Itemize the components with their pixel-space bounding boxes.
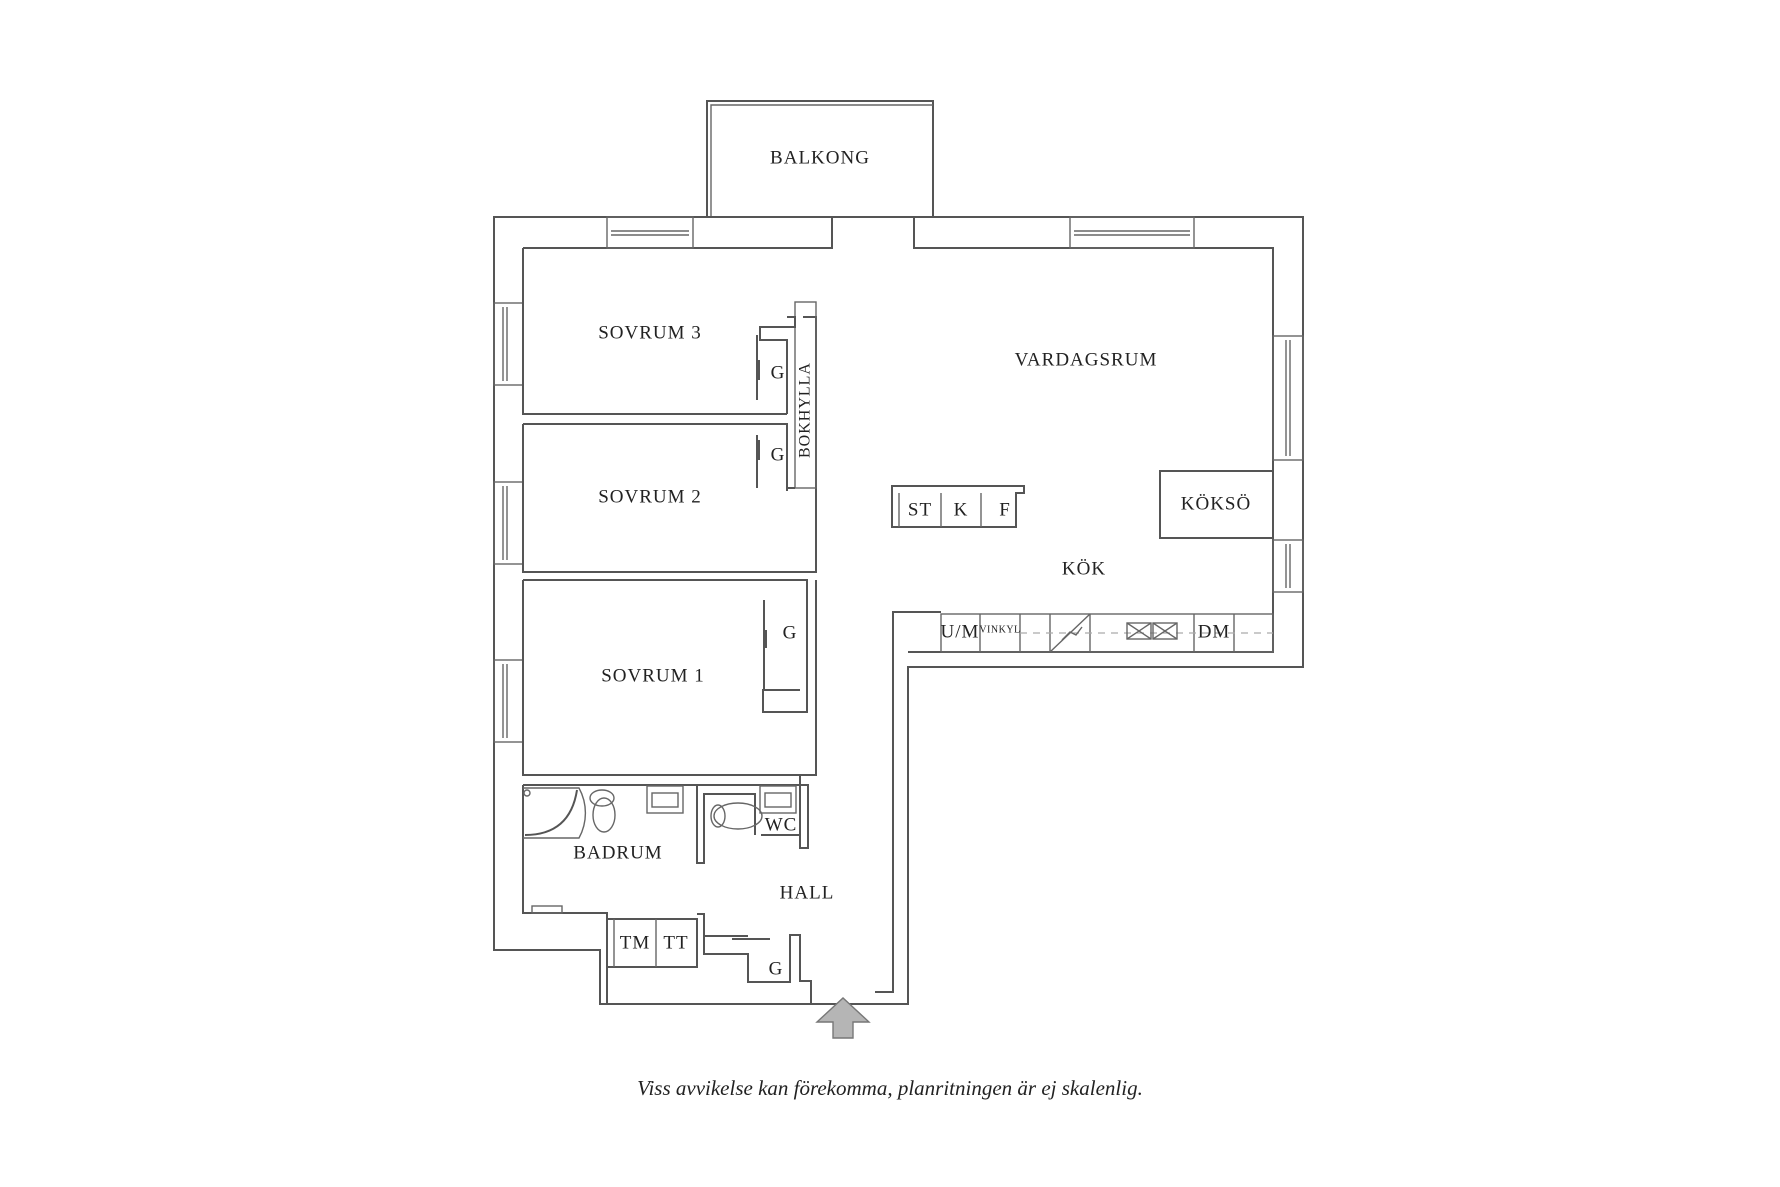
label-kok: KÖK: [1062, 558, 1106, 579]
kitchen: [891, 470, 1274, 653]
label-bokhylla: BOKHYLLA: [797, 362, 814, 458]
label-closet-hall: G: [769, 958, 784, 979]
label-um: U/M: [941, 621, 980, 642]
label-badrum: BADRUM: [573, 842, 662, 863]
label-tt: TT: [663, 932, 688, 953]
label-closet-sovrum-2: G: [771, 444, 786, 465]
entrance-arrow-icon: [815, 997, 871, 1039]
label-koks-o: KÖKSÖ: [1181, 493, 1251, 514]
bedroom-walls: [522, 248, 817, 776]
bathroom-walls: [522, 775, 809, 1004]
label-vinkyl: VINKYL: [979, 624, 1020, 635]
label-vardagsrum: VARDAGSRUM: [1015, 349, 1158, 370]
outer-walls: [493, 216, 1304, 1005]
balcony: [706, 100, 934, 217]
label-tm: TM: [620, 932, 651, 953]
label-sovrum-2: SOVRUM 2: [598, 486, 702, 507]
label-sovrum-3: SOVRUM 3: [598, 322, 702, 343]
label-closet-sovrum-1: G: [783, 622, 798, 643]
label-dm: DM: [1198, 621, 1231, 642]
hall-walls: [606, 913, 812, 1004]
label-fridge: K: [954, 499, 969, 520]
label-freezer: F: [999, 499, 1011, 520]
label-wc: WC: [765, 814, 798, 835]
label-balkong: BALKONG: [770, 147, 870, 168]
label-closet-sovrum-3: G: [771, 362, 786, 383]
label-hall: HALL: [780, 882, 835, 903]
disclaimer-text: Viss avvikelse kan förekomma, planritnin…: [637, 1076, 1143, 1100]
label-sovrum-1: SOVRUM 1: [601, 665, 705, 686]
label-stove: ST: [908, 499, 932, 520]
